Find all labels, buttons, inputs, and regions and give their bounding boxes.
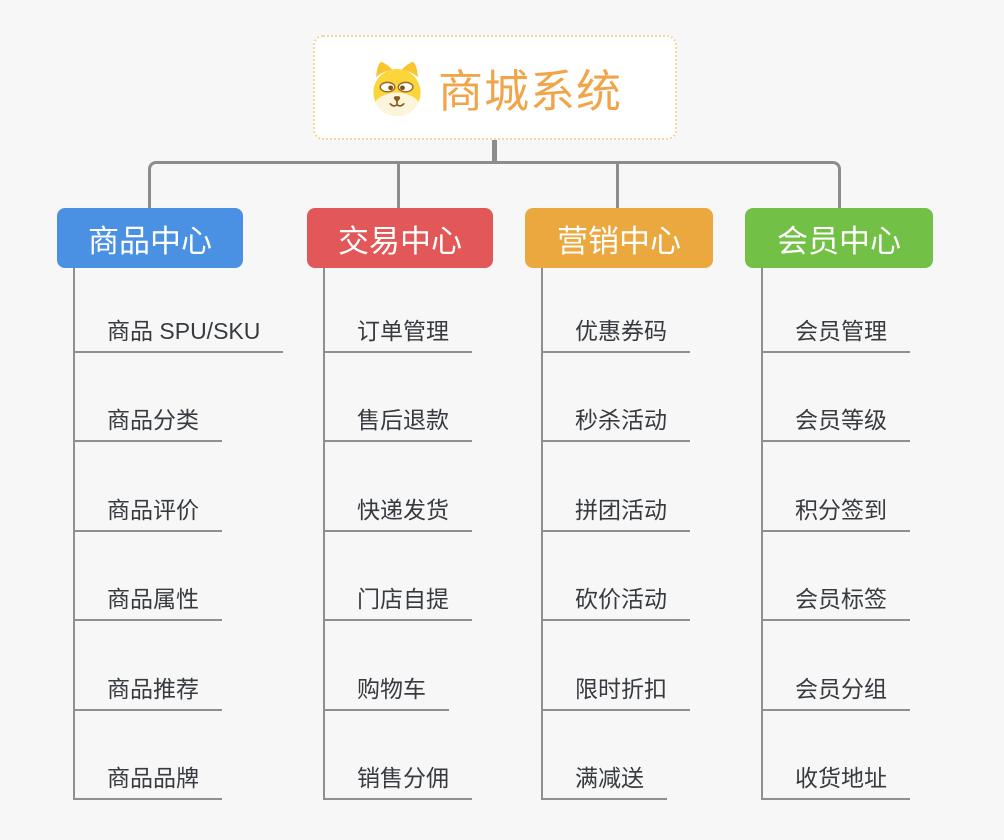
node-bargain-activity[interactable]: 砍价活动	[541, 584, 690, 621]
root-stem-connector	[492, 139, 497, 164]
column-line-trade	[323, 268, 325, 800]
column-line-product	[73, 268, 75, 800]
node-shopping-cart[interactable]: 购物车	[323, 674, 449, 711]
node-member-level[interactable]: 会员等级	[761, 405, 910, 442]
node-flash-sale[interactable]: 秒杀活动	[541, 405, 690, 442]
node-limited-time-discount[interactable]: 限时折扣	[541, 674, 690, 711]
node-member-groups[interactable]: 会员分组	[761, 674, 910, 711]
node-group-buying[interactable]: 拼团活动	[541, 495, 690, 532]
node-points-checkin[interactable]: 积分签到	[761, 495, 910, 532]
node-express-shipping[interactable]: 快递发货	[323, 495, 472, 532]
node-member-management[interactable]: 会员管理	[761, 316, 910, 353]
branch-header-trade-center[interactable]: 交易中心	[307, 208, 493, 268]
column-line-member	[761, 268, 763, 800]
root-title: 商城系统	[437, 66, 622, 117]
dog-face-icon	[373, 61, 421, 116]
node-shipping-address[interactable]: 收货地址	[761, 763, 910, 800]
node-full-reduction[interactable]: 满减送	[541, 763, 667, 800]
node-product-spu-sku[interactable]: 商品 SPU/SKU	[73, 316, 284, 353]
branch-header-product-center[interactable]: 商品中心	[57, 208, 243, 268]
node-after-sales-refund[interactable]: 售后退款	[323, 405, 472, 442]
node-product-review[interactable]: 商品评价	[73, 495, 222, 532]
node-sales-commission[interactable]: 销售分佣	[323, 763, 472, 800]
node-product-category[interactable]: 商品分类	[73, 405, 222, 442]
node-order-management[interactable]: 订单管理	[323, 316, 472, 353]
branch-connector-frame	[148, 161, 841, 208]
root-node[interactable]: 商城系统	[313, 35, 677, 140]
branch-header-marketing-center[interactable]: 营销中心	[525, 208, 713, 268]
branch-connector-drop-marketing	[616, 161, 619, 208]
node-product-attribute[interactable]: 商品属性	[73, 584, 222, 621]
node-member-tags[interactable]: 会员标签	[761, 584, 910, 621]
node-coupon-code[interactable]: 优惠券码	[541, 316, 690, 353]
node-product-recommend[interactable]: 商品推荐	[73, 674, 222, 711]
branch-connector-drop-trade	[397, 161, 400, 208]
node-product-brand[interactable]: 商品品牌	[73, 763, 222, 800]
branch-header-member-center[interactable]: 会员中心	[745, 208, 933, 268]
node-store-pickup[interactable]: 门店自提	[323, 584, 472, 621]
column-line-marketing	[541, 268, 543, 800]
